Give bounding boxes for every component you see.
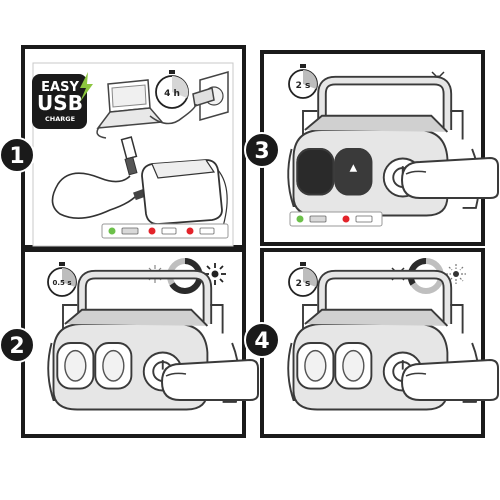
lightning-bolt-icon — [80, 72, 93, 102]
finger-press-icon-step-4 — [401, 359, 499, 401]
green-indicator-light — [296, 215, 304, 223]
charge-indicator-strip — [101, 223, 229, 239]
step-2-timer-label: 0.5 s — [52, 279, 71, 287]
laptop-cable — [96, 125, 107, 139]
charge-indicator-strip-step-3 — [289, 211, 383, 227]
laptop-icon — [96, 79, 164, 129]
step-1-number-badge: 1 — [0, 137, 35, 173]
step-1-timer-label: 4 h — [164, 89, 180, 99]
usb-plug-icon — [120, 136, 138, 176]
badge-line-easy: EASY — [41, 80, 79, 95]
usb-cable — [51, 172, 137, 219]
step-3-number: 3 — [254, 139, 269, 164]
battery-charging-icon — [161, 227, 177, 235]
step-1-number: 1 — [9, 144, 24, 169]
step-3-number-badge: 3 — [244, 132, 280, 168]
badge-line-usb: USB — [37, 91, 83, 115]
stopwatch-icon-0.5s: 0.5 s — [47, 262, 77, 297]
step-4-number-badge: 4 — [244, 322, 280, 358]
badge-line-charge: CHARGE — [45, 115, 75, 123]
step-1-panel: EASY USB CHARGE 4 h — [0, 45, 246, 249]
red-indicator-light — [148, 227, 156, 235]
red-indicator-light-2 — [186, 227, 194, 235]
step-2-number: 2 — [9, 334, 24, 359]
battery-low-icon — [199, 227, 215, 235]
finger-press-icon-step-2 — [161, 359, 259, 401]
battery-full-icon — [309, 215, 327, 223]
battery-full-icon — [121, 227, 139, 235]
socket-cable — [149, 103, 197, 125]
red-indicator-light — [342, 215, 350, 223]
step-3-panel: 2 s 3 — [244, 50, 499, 246]
stopwatch-icon-2s-a: 2 s — [288, 64, 318, 99]
headlamp-icon-step-3 — [288, 81, 479, 216]
wall-socket-icon — [192, 71, 229, 121]
stopwatch-icon-2s-b: 2 s — [288, 262, 318, 297]
stopwatch-icon-4h: 4 h — [155, 70, 189, 109]
step-2-number-badge: 2 — [0, 327, 35, 363]
finger-press-icon-step-3 — [401, 157, 499, 199]
step-2-panel: 0.5 s — [0, 248, 259, 438]
battery-pack-icon — [141, 159, 228, 231]
step-4-number: 4 — [254, 329, 269, 354]
step-3-timer-label: 2 s — [296, 81, 311, 91]
easy-usb-charge-badge: EASY USB CHARGE — [32, 72, 93, 129]
step-4-panel: 2 s 4 — [244, 248, 499, 438]
step-4-timer-label: 2 s — [296, 279, 311, 289]
green-indicator-light — [108, 227, 116, 235]
battery-charging-icon — [355, 215, 373, 223]
